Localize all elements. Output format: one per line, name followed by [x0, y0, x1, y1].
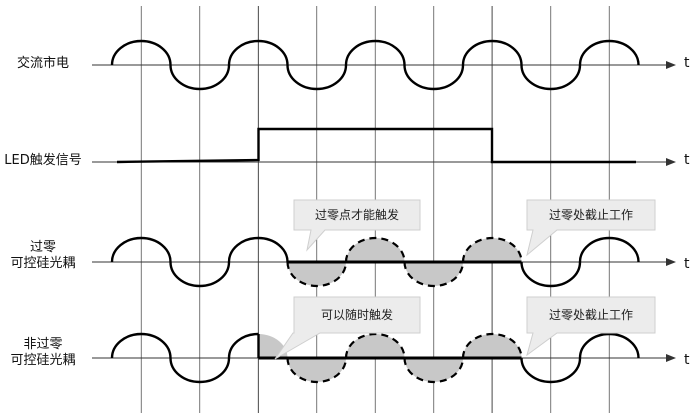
blocked-waveform-dashed — [461, 236, 523, 263]
blocked-waveform-dashed — [344, 236, 406, 263]
negative-half-cycle — [520, 261, 582, 288]
negative-half-cycle — [169, 357, 231, 384]
axis-arrow — [666, 354, 676, 362]
positive-half-cycle — [227, 39, 289, 66]
conducted-half-cycle — [287, 262, 346, 286]
callout-zero-cross-trigger-text: 过零点才能触发 — [315, 207, 399, 222]
blocked-waveform-dashed — [286, 357, 348, 384]
conducted-half-cycle — [287, 358, 346, 382]
blocked-waveform-dashed — [403, 261, 465, 288]
callouts: 过零点才能触发 过零处截止工作 可以随时触发 过零处截止工作 — [274, 199, 656, 360]
zero-cross-optocoupler-waveform — [110, 236, 640, 288]
positive-half-cycle — [344, 39, 406, 66]
blocked-waveform-dashed — [461, 332, 523, 359]
conducted-half-cycle — [404, 358, 463, 382]
conducted-half-cycle — [346, 238, 405, 262]
conducted-half-cycle — [346, 334, 405, 358]
negative-half-cycle — [520, 64, 582, 91]
positive-half-cycle — [110, 332, 172, 359]
conducted-half-cycle — [463, 334, 522, 358]
non-zero-cross-optocoupler-waveform — [110, 332, 640, 384]
axis-arrow — [666, 158, 676, 166]
row-label-ac-mains: 交流市电 — [16, 56, 69, 71]
positive-half-cycle — [110, 39, 172, 66]
positive-half-cycle — [578, 39, 640, 66]
negative-half-cycle — [169, 64, 231, 91]
negative-half-cycle — [520, 357, 582, 384]
positive-half-cycle — [461, 39, 523, 66]
positive-half-cycle — [110, 236, 172, 263]
row-label-non-zero-cross-optocoupler: 非过零 可控硅光耦 — [10, 337, 76, 368]
axis-t-label-row3: t — [684, 256, 690, 272]
axis-t-label-row4: t — [684, 352, 690, 368]
ac-mains-waveform — [110, 39, 640, 91]
callout-random-trigger: 可以随时触发 — [274, 296, 421, 360]
positive-half-cycle — [227, 236, 289, 263]
blocked-waveform-dashed — [403, 357, 465, 384]
axis-t-label-row1: t — [684, 55, 690, 71]
callout-zero-cross-cutoff-1-text: 过零处截止工作 — [549, 208, 633, 222]
led-trigger-signal — [116, 127, 636, 164]
axis-arrow — [666, 61, 676, 69]
callout-zero-cross-cutoff-1: 过零处截止工作 — [526, 199, 656, 257]
negative-half-cycle — [403, 64, 465, 91]
row-label-zero-cross-optocoupler: 过零 可控硅光耦 — [10, 240, 76, 271]
callout-zero-cross-trigger: 过零点才能触发 — [293, 199, 421, 252]
blocked-waveform-dashed — [286, 261, 348, 288]
positive-half-cycle — [227, 332, 259, 359]
positive-half-cycle — [578, 332, 640, 359]
conducted-half-cycle — [463, 238, 522, 262]
negative-half-cycle — [286, 64, 348, 91]
callout-zero-cross-cutoff-2: 过零处截止工作 — [526, 296, 656, 357]
axis-t-label-row2: t — [684, 152, 690, 168]
axis-arrow — [666, 258, 676, 266]
trigger-pulse — [116, 127, 636, 164]
callout-zero-cross-cutoff-2-text: 过零处截止工作 — [549, 308, 633, 322]
conducted-half-cycle — [404, 262, 463, 286]
row-label-led-trigger: LED触发信号 — [4, 153, 82, 168]
negative-half-cycle — [169, 261, 231, 288]
positive-half-cycle — [578, 236, 640, 263]
callout-random-trigger-text: 可以随时触发 — [321, 307, 393, 322]
blocked-waveform-dashed — [344, 332, 406, 359]
